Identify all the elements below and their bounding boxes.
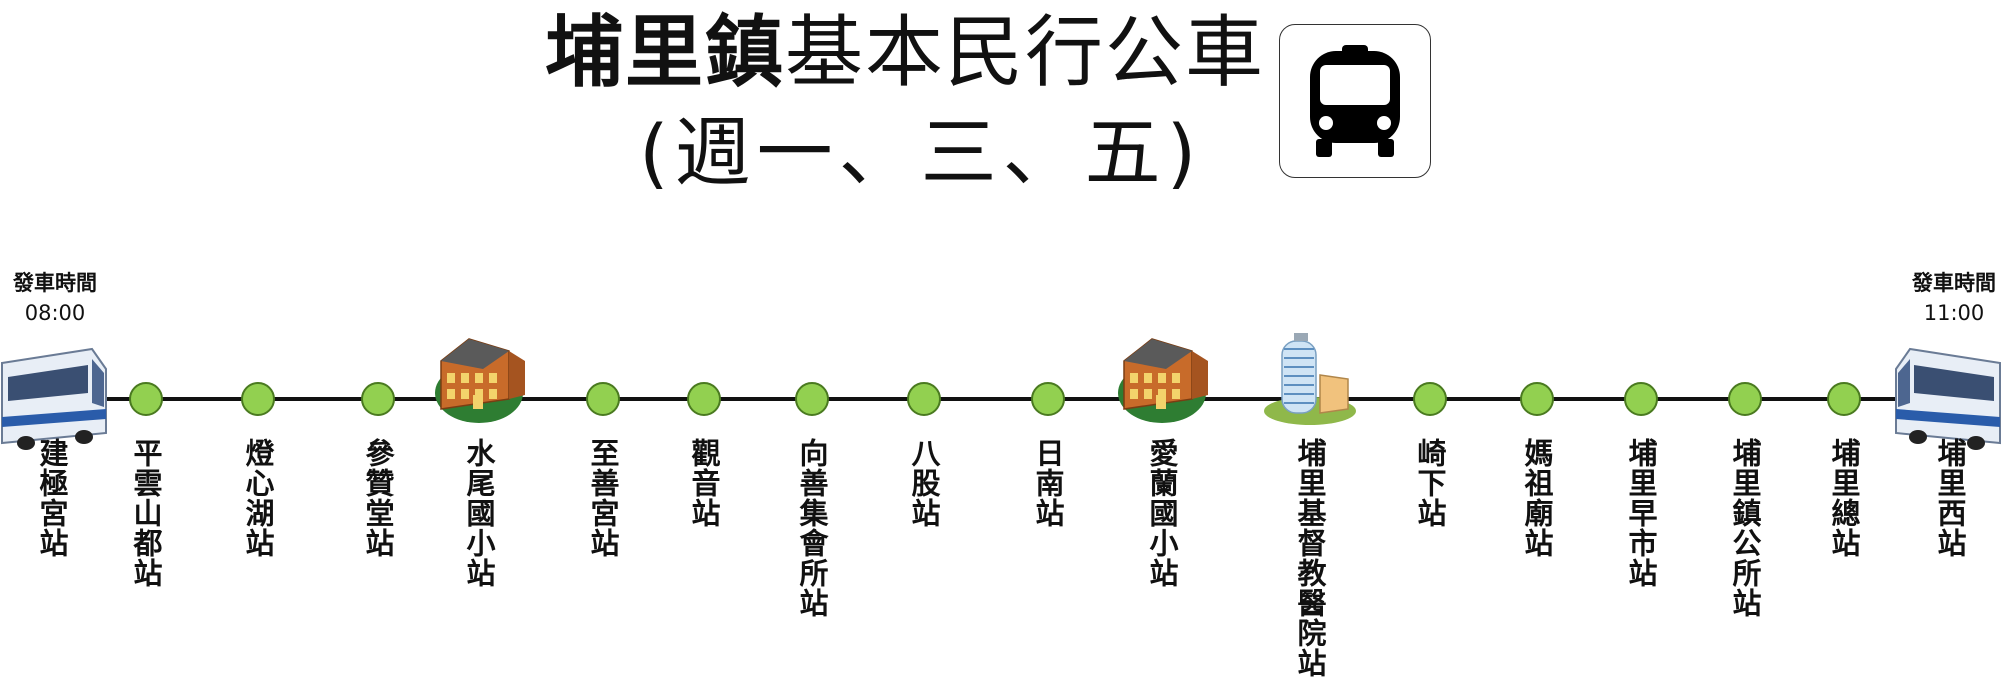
departure-end: 發車時間 11:00 [1899, 268, 2005, 328]
station-label: 至善宮站 [586, 438, 620, 558]
stop-dot-icon [907, 382, 941, 416]
bus-icon [1895, 347, 2001, 450]
departure-end-label: 發車時間 [1912, 271, 1996, 295]
station-label: 建極宮站 [35, 438, 69, 558]
bus-icon [1, 347, 107, 450]
stop-dot-icon [1031, 382, 1065, 416]
station-label: 媽祖廟站 [1520, 438, 1554, 558]
departure-end-time: 11:00 [1923, 301, 1985, 325]
station-label: 平雲山都站 [129, 438, 163, 588]
departure-start: 發車時間 08:00 [0, 268, 110, 328]
station-label: 埔里早市站 [1624, 438, 1658, 588]
hospital-building-icon [1264, 333, 1356, 425]
bus-sign [1279, 24, 1431, 178]
bus-icon [1310, 45, 1400, 157]
route-title: 埔里鎮基本民行公車 (週一、三、五) [545, 0, 1265, 200]
stop-dot-icon [795, 382, 829, 416]
stop-dot-icon [1520, 382, 1554, 416]
stop-dot-icon [586, 382, 620, 416]
title-town: 埔里鎮 [545, 8, 786, 98]
school-building-icon [1118, 338, 1208, 423]
station-label: 燈心湖站 [241, 438, 275, 558]
station-label: 水尾國小站 [462, 438, 496, 588]
title-days: (週一、三、五) [639, 108, 1203, 197]
stop-dot-icon [1827, 382, 1861, 416]
stop-dot-icon [241, 382, 275, 416]
stop-dot-icon [687, 382, 721, 416]
station-label: 參贊堂站 [361, 438, 395, 558]
station-label: 埔里西站 [1933, 438, 1967, 558]
station-label: 埔里總站 [1827, 438, 1861, 558]
departure-start-time: 08:00 [24, 301, 86, 325]
stop-dot-icon [129, 382, 163, 416]
station-label: 埔里鎮公所站 [1728, 438, 1762, 618]
station-label: 日南站 [1031, 438, 1065, 528]
stop-dot-icon [1728, 382, 1762, 416]
stop-dot-icon [1413, 382, 1447, 416]
station-label: 向善集會所站 [795, 438, 829, 618]
station-label: 愛蘭國小站 [1145, 438, 1179, 588]
station-label: 八股站 [907, 438, 941, 528]
title-line-1: 埔里鎮基本民行公車 [545, 6, 1265, 100]
title-service: 基本民行公車 [785, 8, 1266, 98]
school-building-icon [435, 338, 525, 423]
station-label: 埔里基督教醫院站 [1293, 438, 1327, 678]
stop-dot-icon [361, 382, 395, 416]
stop-dot-icon [1624, 382, 1658, 416]
departure-start-label: 發車時間 [13, 271, 97, 295]
station-label: 觀音站 [687, 438, 721, 528]
station-label: 崎下站 [1413, 438, 1447, 528]
